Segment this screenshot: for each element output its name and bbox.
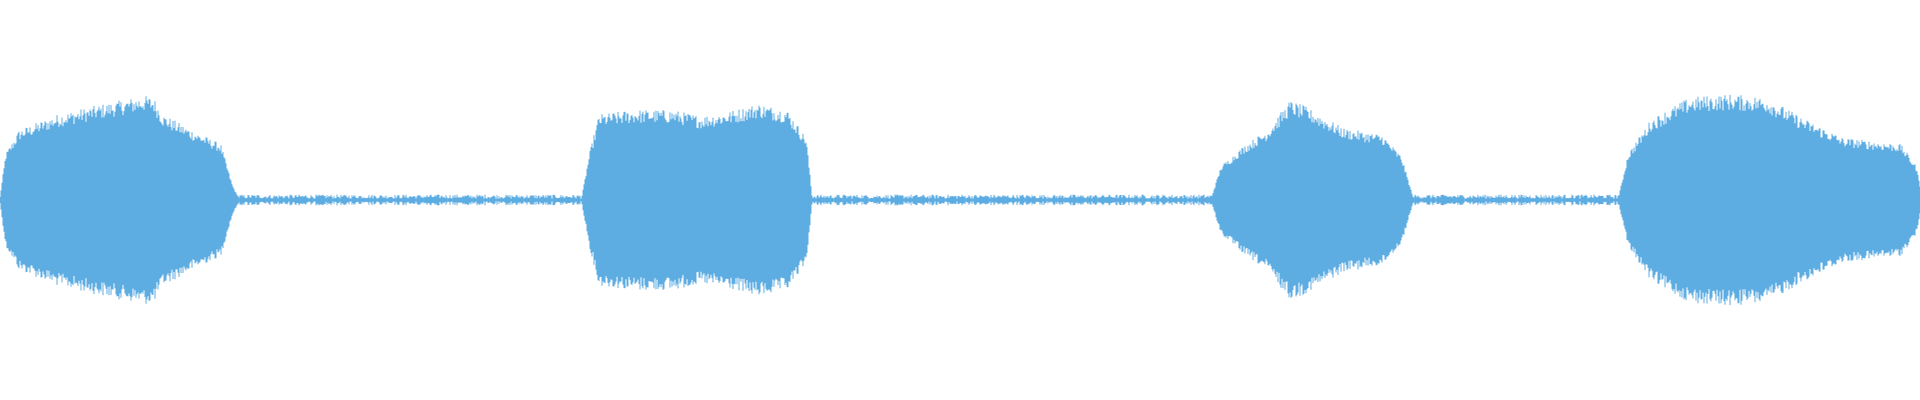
waveform-silence-segment xyxy=(811,194,1213,206)
waveform-silence-segment xyxy=(237,194,583,206)
waveform-voiced-segment xyxy=(1211,102,1414,298)
waveform-voiced-segment xyxy=(1618,94,1920,306)
waveform-voiced-segment xyxy=(581,105,813,295)
waveform-voiced-segment xyxy=(0,96,239,304)
waveform-silence-segment xyxy=(1412,194,1620,206)
